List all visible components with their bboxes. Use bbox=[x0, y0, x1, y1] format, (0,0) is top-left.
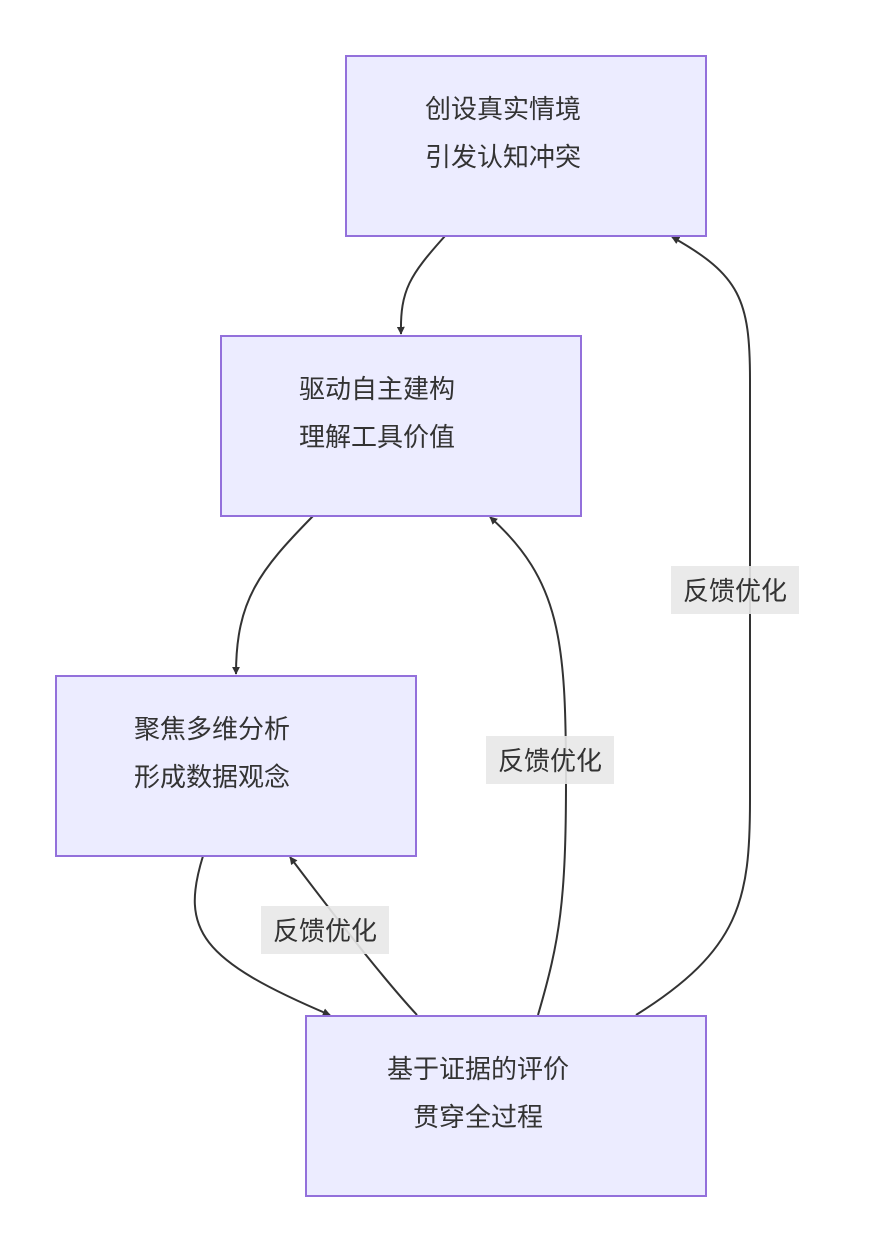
node-text-line: 理解工具价值 bbox=[299, 423, 455, 453]
edge-label-text: 反馈优化 bbox=[498, 747, 602, 777]
edge-label-text: 反馈优化 bbox=[683, 577, 787, 607]
edge-labels: 反馈优化 反馈优化 反馈优化 bbox=[261, 566, 799, 954]
node-a[interactable]: 创设真实情境 引发认知冲突 bbox=[345, 55, 707, 237]
edge-label-text: 反馈优化 bbox=[273, 917, 377, 947]
edge-a-to-b bbox=[396, 235, 446, 335]
node-b[interactable]: 驱动自主建构 理解工具价值 bbox=[220, 335, 582, 517]
node-text-line: 驱动自主建构 bbox=[299, 375, 455, 405]
node-text-line: 创设真实情境 bbox=[425, 95, 581, 125]
node-d[interactable]: 基于证据的评价 贯穿全过程 bbox=[305, 1015, 707, 1197]
node-text-line: 形成数据观念 bbox=[134, 763, 290, 793]
edge-d-to-a bbox=[635, 236, 751, 1016]
node-text-line: 聚焦多维分析 bbox=[134, 715, 290, 745]
node-text-line: 引发认知冲突 bbox=[425, 143, 581, 173]
edge-label-d-to-a: 反馈优化 bbox=[671, 566, 799, 614]
edge-c-to-d bbox=[193, 855, 331, 1016]
node-text-line: 基于证据的评价 bbox=[387, 1055, 569, 1085]
node-text-line: 贯穿全过程 bbox=[413, 1103, 543, 1133]
node-c[interactable]: 聚焦多维分析 形成数据观念 bbox=[55, 675, 417, 857]
edge-label-d-to-c: 反馈优化 bbox=[261, 906, 389, 954]
edge-label-d-to-b: 反馈优化 bbox=[486, 736, 614, 784]
edge-b-to-c bbox=[232, 515, 314, 675]
